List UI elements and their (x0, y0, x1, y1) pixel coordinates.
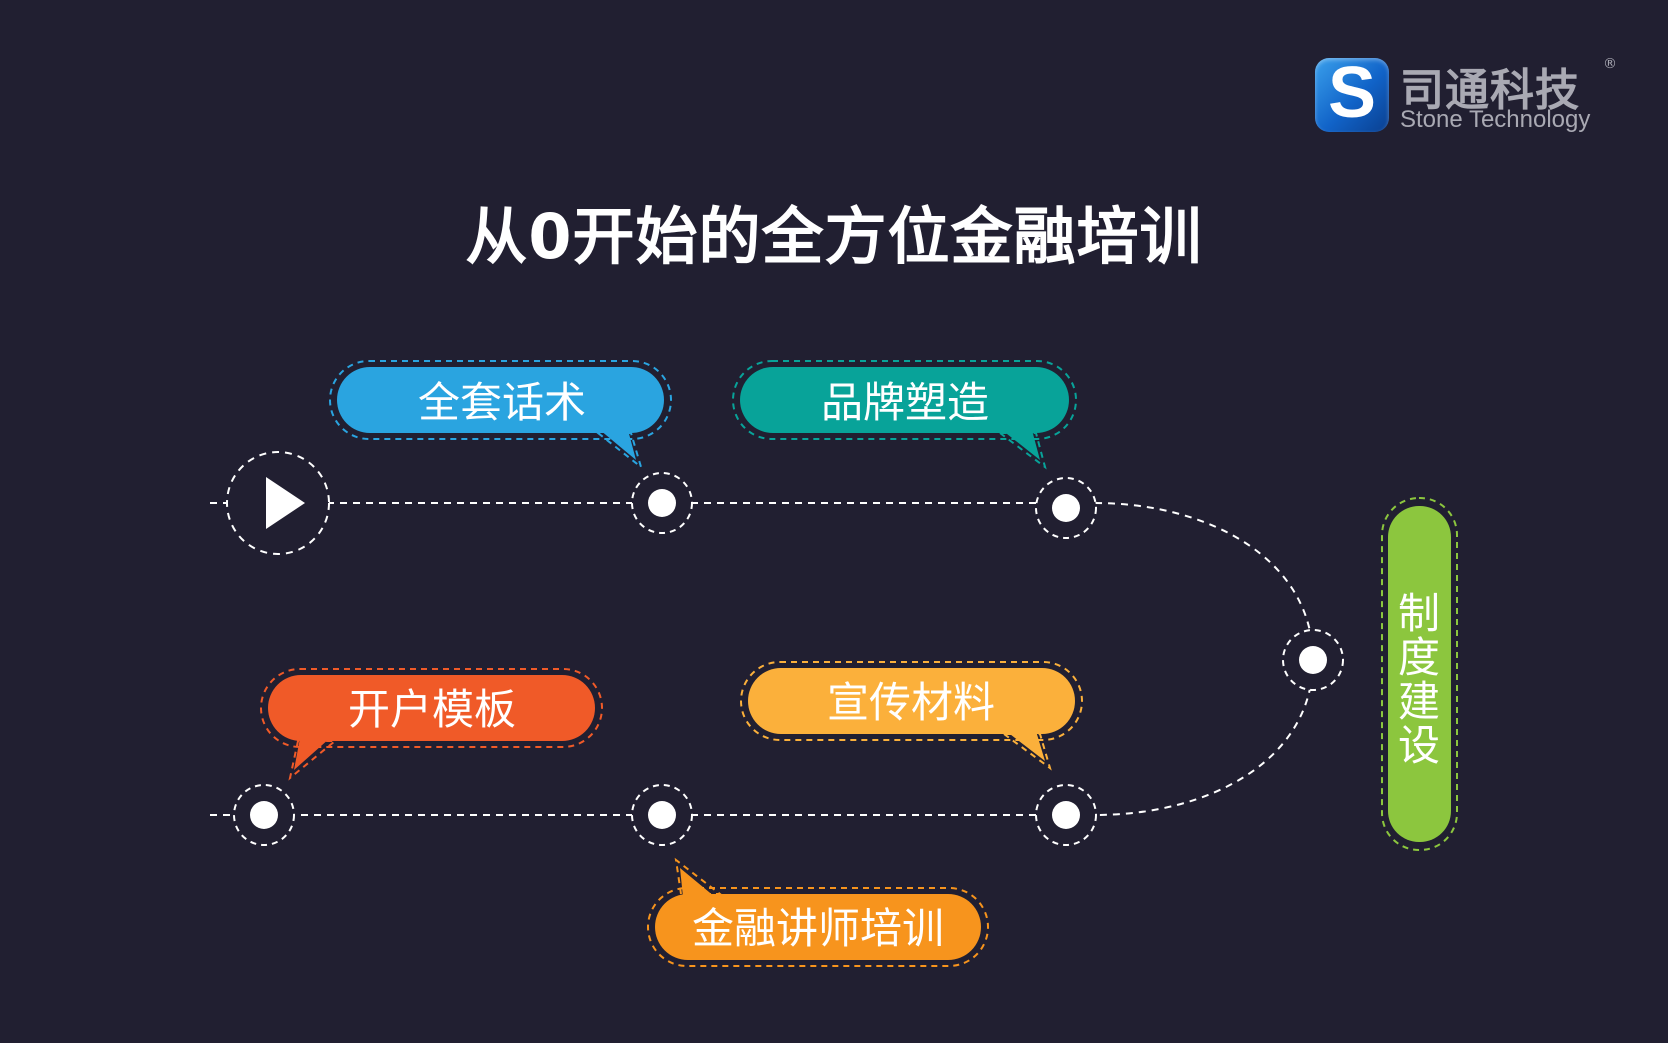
bubble-lecturer-training: 金融讲师培训 (647, 857, 989, 967)
registered-mark: ® (1603, 56, 1617, 72)
bubble-promo-materials: 宣传材料 (740, 661, 1083, 771)
logo-mark: S (1315, 53, 1389, 133)
bubble-brand-building: 品牌塑造 (732, 360, 1077, 470)
bubble-label: 宣传材料 (827, 678, 995, 727)
bubble-label-char: 建 (1398, 677, 1440, 726)
bubble-label: 开户模板 (348, 685, 516, 734)
bubble-label: 金融讲师培训 (692, 904, 944, 953)
logo-name-en: Stone Technology (1400, 106, 1591, 133)
company-logo: S 司通科技 ® Stone Technology (1315, 53, 1617, 136)
milestone-node (631, 784, 693, 846)
bubble-label-char: 制 (1398, 589, 1440, 638)
start-node (226, 451, 330, 555)
milestone-node (1035, 784, 1097, 846)
milestone-node (1035, 477, 1097, 539)
milestone-node (631, 472, 693, 534)
path-curve (1094, 502, 1315, 816)
milestone-node (233, 784, 295, 846)
bubble-account-template: 开户模板 (260, 668, 603, 781)
roadmap-path (210, 502, 1315, 816)
bubble-full-scripts: 全套话术 (329, 360, 672, 470)
logo-name-cn: 司通科技 (1400, 65, 1580, 116)
bubble-label-char: 设 (1398, 721, 1440, 770)
bubble-label-char: 度 (1398, 633, 1440, 682)
bubble-label: 品牌塑造 (821, 378, 989, 427)
slide-title: 从0开始的全方位金融培训 (465, 200, 1203, 273)
bubble-system-building: 制 度 建 设 (1381, 497, 1458, 851)
play-icon (266, 477, 305, 529)
bubble-label: 全套话术 (418, 378, 586, 427)
milestone-node (1282, 629, 1344, 691)
